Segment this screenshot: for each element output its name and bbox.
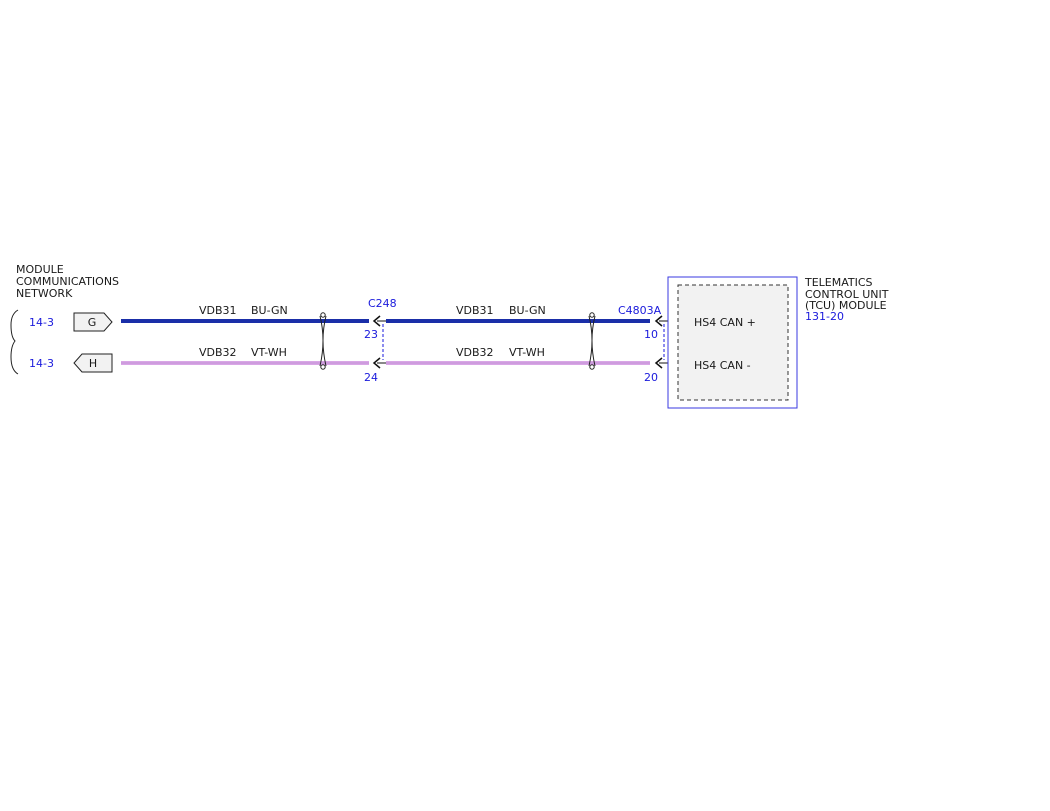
inline-connector-pin-top-icon — [372, 315, 381, 327]
connector-tag-bottom-label: H — [89, 357, 97, 370]
wire-bottom-color-1: VT-WH — [251, 346, 287, 359]
network-brace — [10, 309, 19, 375]
module-connector-pin-top: 10 — [644, 328, 658, 341]
network-title-line-2: COMMUNICATIONS — [16, 275, 119, 288]
inline-connector: C248 23 24 — [364, 297, 397, 384]
wire-bottom-color-2: VT-WH — [509, 346, 545, 359]
network-title-line-3: NETWORK — [16, 287, 73, 300]
inline-connector-pin-top: 23 — [364, 328, 378, 341]
module-connector: C4803A 10 20 — [618, 304, 678, 384]
wire-top-color-2: BU-GN — [509, 304, 546, 317]
inline-connector-pin-bottom-icon — [372, 357, 381, 369]
connector-tag-bottom: H — [73, 353, 113, 373]
module-connector-name[interactable]: C4803A — [618, 304, 662, 317]
connector-tag-top: G — [73, 312, 113, 332]
module-ref[interactable]: 131-20 — [805, 310, 844, 323]
module-pin-bottom-label: HS4 CAN - — [694, 359, 751, 372]
wire-bottom-circuit-2: VDB32 — [456, 346, 494, 359]
network-title-line-1: MODULE — [16, 263, 64, 276]
wire-top-segment-1 — [121, 319, 369, 323]
wire-top-circuit-1: VDB31 — [199, 304, 237, 317]
connector-tag-top-label: G — [88, 316, 97, 329]
inline-connector-name[interactable]: C248 — [368, 297, 397, 310]
module-title-line-2: CONTROL UNIT — [805, 288, 889, 301]
module-pin-top-label: HS4 CAN + — [694, 316, 756, 329]
network-ref-bottom[interactable]: 14-3 — [29, 357, 54, 370]
wire-bottom-circuit-1: VDB32 — [199, 346, 237, 359]
module-title-line-1: TELEMATICS — [804, 276, 873, 289]
module-title: TELEMATICS CONTROL UNIT (TCU) MODULE 131… — [804, 276, 889, 323]
twisted-pair-symbol-1 — [319, 312, 327, 370]
tcu-module: HS4 CAN + HS4 CAN - — [667, 276, 798, 409]
network-ref-top[interactable]: 14-3 — [29, 316, 54, 329]
wire-top-color-1: BU-GN — [251, 304, 288, 317]
twisted-pair-symbol-2 — [588, 312, 596, 370]
module-connector-pin-bottom: 20 — [644, 371, 658, 384]
module-connector-pin-top-icon — [654, 315, 663, 327]
inline-connector-pin-bottom: 24 — [364, 371, 378, 384]
network-title: MODULE COMMUNICATIONS NETWORK — [16, 263, 119, 300]
module-connector-pin-bottom-icon — [654, 357, 663, 369]
wire-top-segment-2 — [386, 319, 650, 323]
module-title-line-3: (TCU) MODULE — [805, 299, 887, 312]
wire-top-circuit-2: VDB31 — [456, 304, 494, 317]
